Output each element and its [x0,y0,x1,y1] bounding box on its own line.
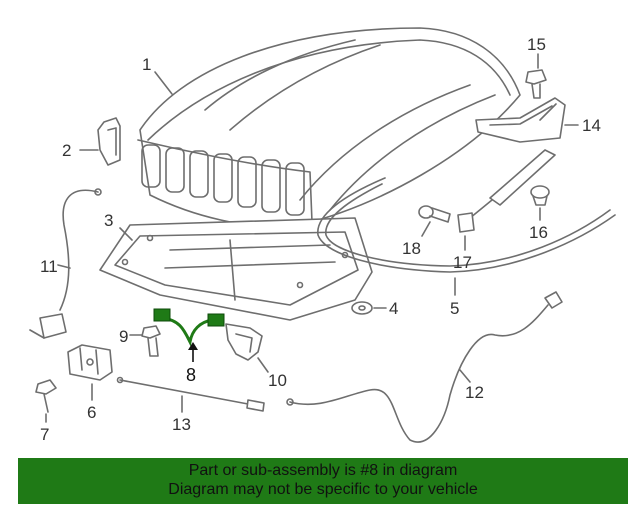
leader-line-10 [257,357,269,373]
hood-hinge [475,97,566,143]
callout-8: 8 [186,365,196,385]
callout-17: 17 [453,253,472,272]
hood-insulator [99,217,373,321]
callout-7: 7 [40,425,49,444]
bumper-washer [351,301,373,315]
callout-14: 14 [582,116,601,135]
leader-line-18 [421,221,431,237]
latch-striker [225,323,263,361]
leader-line-12 [459,369,471,383]
highlighted-part-8-harness[interactable] [153,308,225,347]
callout-16: 16 [529,223,548,242]
arrow-8 [188,342,198,350]
footer-line-2: Diagram may not be specific to your vehi… [168,481,478,498]
footer-banner: Part or sub-assembly is #8 in diagram Di… [18,458,628,504]
hood-seal [317,177,616,273]
gas-strut [457,149,556,233]
hood-panel [137,27,521,228]
callout-3: 3 [104,211,113,230]
leader-line-3 [119,227,133,241]
bolt-9 [141,325,161,357]
callout-5: 5 [450,299,459,318]
callout-1: 1 [142,55,151,74]
callout-10: 10 [268,371,287,390]
callout-11: 11 [40,257,58,276]
release-rod [116,376,265,412]
leader-line-11 [57,264,71,269]
callout-2: 2 [62,141,71,160]
hood-bracket [97,117,121,166]
footer-line-1: Part or sub-assembly is #8 in diagram [188,462,458,479]
latch-bolt [35,379,57,413]
cable-12 [286,291,563,443]
callout-9: 9 [119,327,128,346]
callout-13: 13 [172,415,191,434]
hinge-pin [418,205,451,223]
callout-18: 18 [402,239,421,258]
release-cable [29,188,102,339]
callout-15: 15 [527,35,546,54]
callout-6: 6 [87,403,96,422]
callout-12: 12 [465,383,484,402]
callout-4: 4 [389,299,398,318]
hood-latch [67,344,113,381]
grommet [530,185,550,206]
leader-line-1 [154,71,173,95]
hood-parts-diagram: 1 2 3 4 5 6 7 8 9 10 11 12 13 14 15 16 1… [29,27,616,444]
hinge-bolt [525,69,547,99]
